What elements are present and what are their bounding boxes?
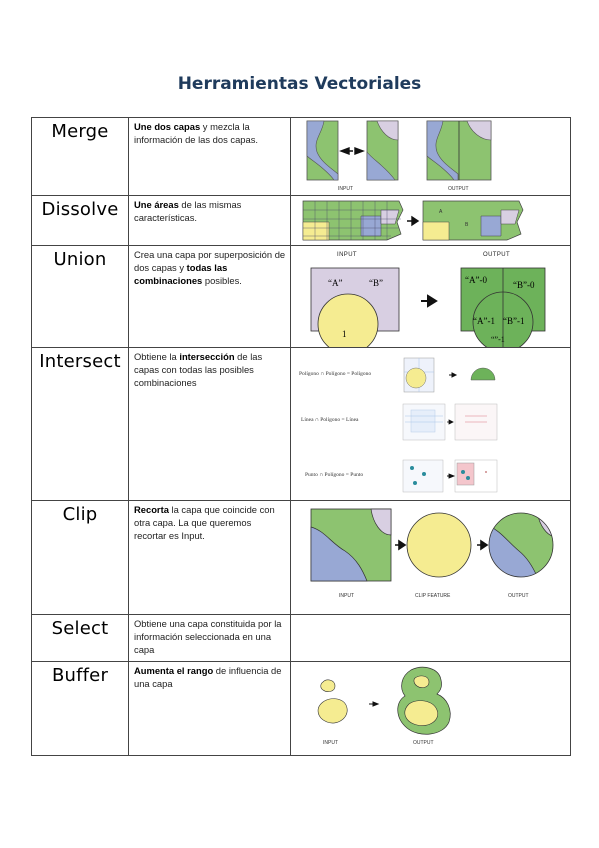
intersect-poly-input <box>403 357 435 393</box>
merge-input-right <box>366 120 399 181</box>
table-row: Clip Recorta la capa que coincide con ot… <box>31 500 571 615</box>
table-row: Merge Une dos capas y mezcla la informac… <box>31 117 571 196</box>
desc-bold-text: Aumenta el rango <box>134 665 214 676</box>
tool-name-intersect: Intersect <box>39 351 121 372</box>
table-row: Dissolve Une áreas de las mismas caracte… <box>31 195 571 246</box>
intersect-arrow-1 <box>449 372 458 378</box>
tool-name-clip: Clip <box>62 504 98 525</box>
clip-feature-label: CLIP FEATURE <box>415 593 451 599</box>
table-row: Select Obtiene una capa constituida por … <box>31 614 571 662</box>
union-label-m1: “”-1 <box>491 335 505 344</box>
dissolve-label-b: B <box>465 222 469 228</box>
union-input-label: INPUT <box>337 252 357 258</box>
tool-desc-buffer: Aumenta el rango de influencia de una ca… <box>129 662 290 690</box>
buffer-arrow <box>369 701 380 707</box>
union-label-b1: “B”-1 <box>503 316 525 326</box>
tool-desc-union: Crea una capa por superposición de dos c… <box>129 246 290 287</box>
desc-bold-text: Une dos capas <box>134 121 201 132</box>
union-label-a: “A” <box>328 278 343 288</box>
union-label-a1: “A”-1 <box>473 316 495 326</box>
buffer-input <box>317 679 348 724</box>
tool-desc-dissolve: Une áreas de las mismas características. <box>129 196 290 224</box>
desc-text: Crea una capa por superposición de dos c… <box>134 249 286 273</box>
tool-name-buffer: Buffer <box>51 665 109 686</box>
clip-output-label: OUTPUT <box>508 593 529 599</box>
dissolve-input-map <box>302 200 404 241</box>
desc-text: posibles. <box>202 275 242 286</box>
tools-table: Merge Une dos capas y mezcla la informac… <box>31 117 571 756</box>
intersect-arrow-2 <box>447 419 454 425</box>
tool-desc-select: Obtiene una capa constituida por la info… <box>129 615 290 656</box>
tool-name-merge: Merge <box>51 121 109 142</box>
intersect-point-output <box>454 459 498 493</box>
desc-text: Obtiene la <box>134 351 180 362</box>
desc-bold-text: todas las combinaciones <box>134 262 228 286</box>
desc-text: la capa que coincide con otra capa. La q… <box>134 504 275 541</box>
clip-illustration: INPUT CLIP FEATURE OUTPUT <box>290 500 571 615</box>
dissolve-output-map: A B <box>422 200 524 241</box>
tool-desc-clip: Recorta la capa que coincide con otra ca… <box>129 501 290 542</box>
clip-output <box>488 512 554 578</box>
intersect-eq-point: Punto ∩ Polígono = Punto <box>305 472 363 478</box>
union-output-label: OUTPUT <box>483 252 510 258</box>
union-illustration: INPUT OUTPUT “A” “B” 1 “A”-0 “B”-0 “A”-1 <box>290 245 571 348</box>
page-title: Herramientas Vectoriales <box>177 74 422 94</box>
intersect-eq-line: Línea ∩ Polígono = Línea <box>301 417 359 423</box>
merge-output <box>426 120 492 181</box>
intersect-point-input <box>402 459 444 493</box>
buffer-output <box>397 666 451 735</box>
union-output: “A”-0 “B”-0 “A”-1 “B”-1 “”-1 <box>460 267 546 347</box>
desc-bold-text: Recorta <box>134 504 169 515</box>
intersect-eq-polygon: Polígono ∩ Polígono = Polígono <box>299 371 371 377</box>
intersect-line-input <box>402 403 446 441</box>
desc-text: de influencia de una capa <box>134 665 282 689</box>
table-row: Intersect Obtiene la intersección de las… <box>31 347 571 501</box>
buffer-output-label: OUTPUT <box>413 740 434 746</box>
tool-name-select: Select <box>51 618 109 639</box>
union-label-a0: “A”-0 <box>465 275 487 285</box>
merge-input-left <box>306 120 339 181</box>
desc-text: y mezcla la información de las dos capas… <box>134 121 259 145</box>
intersect-arrow-3 <box>447 473 456 479</box>
dissolve-label-a: A <box>439 209 443 215</box>
tool-desc-intersect: Obtiene la intersección de las capas con… <box>129 348 290 389</box>
union-label-b0: “B”-0 <box>513 280 535 290</box>
merge-input-label: INPUT <box>338 186 353 192</box>
table-row: Union Crea una capa por superposición de… <box>31 245 571 348</box>
desc-bold-text: intersección <box>179 351 235 362</box>
buffer-input-label: INPUT <box>323 740 338 746</box>
union-label-b: “B” <box>369 278 383 288</box>
table-row: Buffer Aumenta el rango de influencia de… <box>31 661 571 756</box>
clip-feature <box>406 512 472 578</box>
desc-text: de las mismas características. <box>134 199 242 223</box>
merge-arrows <box>339 146 365 156</box>
merge-illustration: INPUT OUTPUT <box>290 117 571 196</box>
intersect-illustration: Polígono ∩ Polígono = Polígono Línea ∩ P… <box>290 347 571 501</box>
clip-input-label: INPUT <box>339 593 354 599</box>
clip-input <box>310 508 392 582</box>
buffer-illustration: INPUT OUTPUT <box>290 661 571 756</box>
clip-arrow-1 <box>395 539 407 551</box>
tool-desc-merge: Une dos capas y mezcla la información de… <box>129 118 290 146</box>
clip-arrow-2 <box>477 539 489 551</box>
union-arrow <box>421 294 438 308</box>
tool-name-dissolve: Dissolve <box>41 199 119 220</box>
desc-bold-text: Une áreas <box>134 199 179 210</box>
tool-name-union: Union <box>53 249 107 270</box>
merge-output-label: OUTPUT <box>448 186 469 192</box>
dissolve-arrow <box>407 215 420 227</box>
desc-text: de las capas con todas las posibles comb… <box>134 351 263 388</box>
intersect-poly-output <box>470 367 496 381</box>
select-illustration-empty <box>290 614 571 662</box>
dissolve-illustration: A B <box>290 195 571 246</box>
union-input: “A” “B” 1 <box>310 267 400 347</box>
desc-text: Obtiene una capa constituida por la info… <box>134 618 282 655</box>
union-label-one: 1 <box>342 329 347 339</box>
intersect-line-output <box>454 403 498 441</box>
